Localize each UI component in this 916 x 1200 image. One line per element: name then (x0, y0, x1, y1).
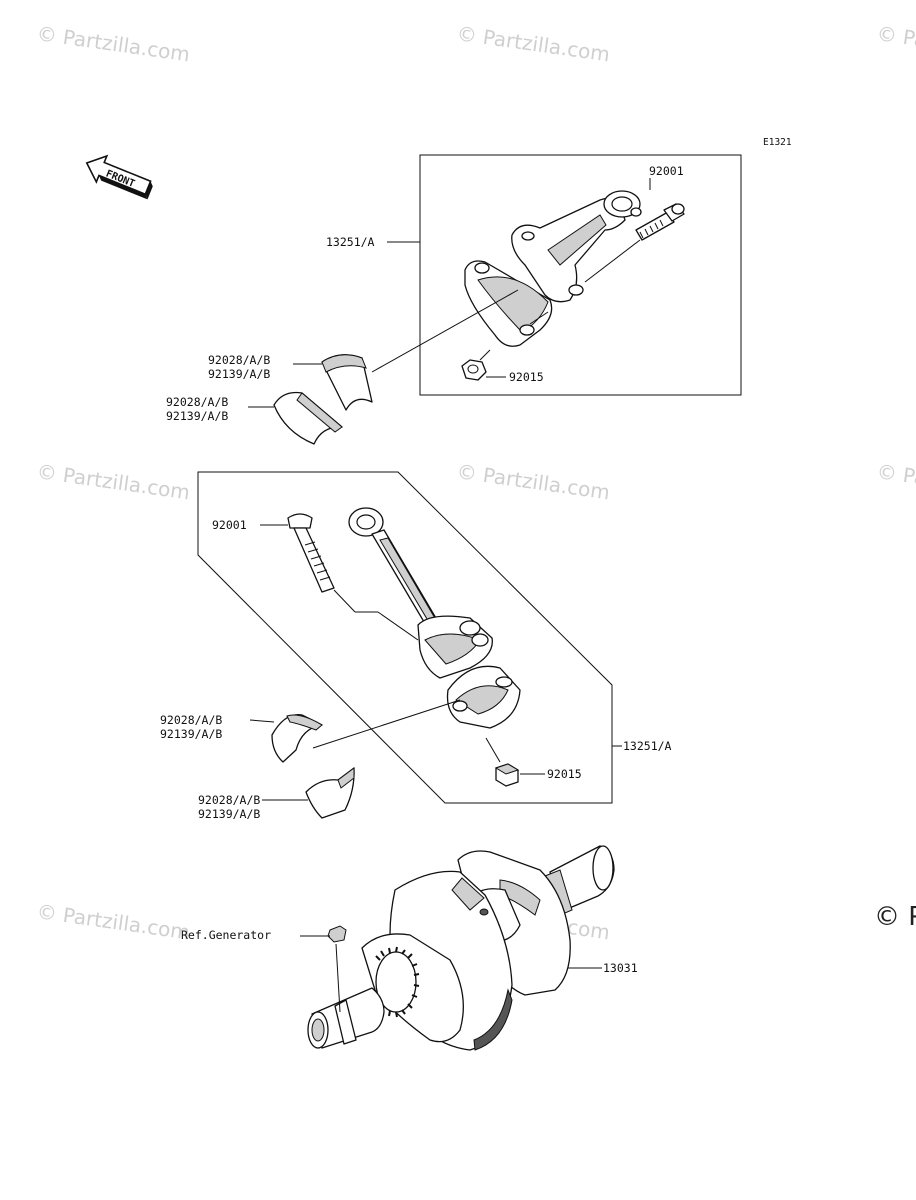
middle-connecting-rod (348, 507, 493, 679)
label-rod-assy-mid: 13251/A (623, 739, 672, 753)
label-bearing-4b: 92139/A/B (198, 807, 260, 821)
middle-nut (494, 763, 520, 787)
top-bearing-shell-1 (321, 354, 373, 411)
diagram-code: E1321 (763, 137, 792, 148)
label-bearing-3b: 92139/A/B (160, 727, 222, 741)
crankshaft (307, 845, 615, 1051)
label-bearing-1b: 92139/A/B (208, 367, 270, 381)
label-nut-mid: 92015 (547, 767, 582, 781)
watermark-4: © Partzilla.com (35, 459, 191, 504)
watermark-3: © Partzilla.com (875, 21, 916, 66)
top-nut (461, 359, 487, 381)
middle-bearing-shell-1 (271, 714, 323, 763)
watermark-2: © Partzilla.com (455, 21, 611, 66)
watermark-1: © Partzilla.com (35, 21, 191, 66)
watermark-5: © Partzilla.com (455, 459, 611, 504)
front-arrow-icon: FRONT (85, 154, 153, 200)
middle-bolt (287, 513, 335, 593)
label-bearing-3a: 92028/A/B (160, 713, 222, 727)
watermark-partial: © P (874, 902, 916, 932)
watermark-7: © Partzilla.com (35, 899, 191, 944)
label-bolt-mid: 92001 (212, 518, 247, 532)
top-assembly-box (419, 154, 742, 396)
label-nut-top: 92015 (509, 370, 544, 384)
label-bearing-2a: 92028/A/B (166, 395, 228, 409)
watermark-6: © Partzilla.com (875, 459, 916, 504)
top-bearing-shell-2 (273, 391, 343, 445)
label-rod-assy-top: 13251/A (326, 235, 375, 249)
top-connecting-rod (464, 190, 642, 347)
label-bolt-top: 92001 (649, 164, 684, 178)
label-crankshaft: 13031 (603, 961, 638, 975)
middle-bearing-shell-2 (305, 767, 355, 819)
label-bearing-1a: 92028/A/B (208, 353, 270, 367)
middle-rod-cap (446, 665, 521, 729)
label-bearing-2b: 92139/A/B (166, 409, 228, 423)
middle-assembly-box (197, 471, 613, 804)
watermarks: © Partzilla.com © Partzilla.com © Partzi… (35, 21, 916, 944)
top-bolt (635, 203, 685, 241)
label-bearing-4a: 92028/A/B (198, 793, 260, 807)
label-ref-generator: Ref.Generator (181, 928, 271, 942)
